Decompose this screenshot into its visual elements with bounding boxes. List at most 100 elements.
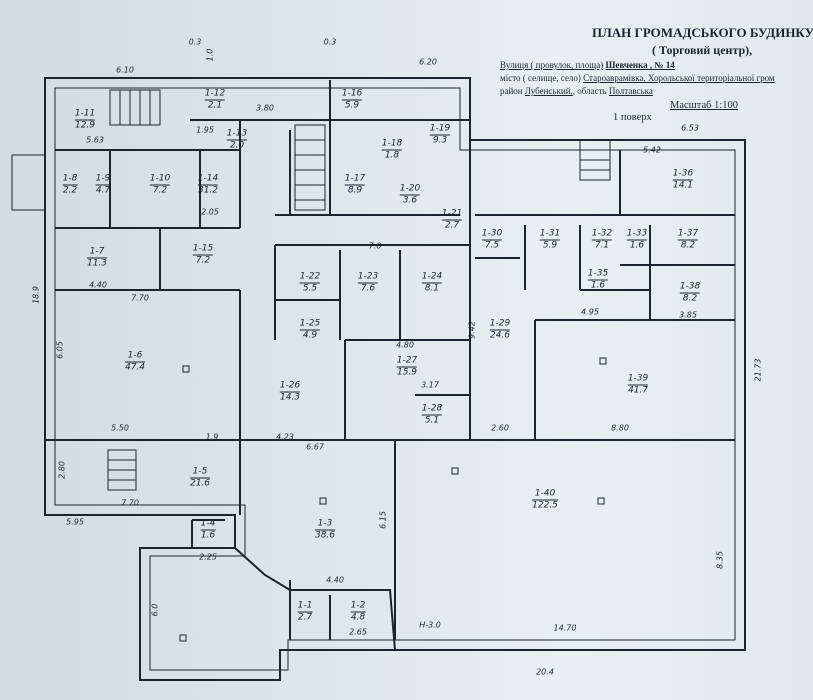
floor-label: 1 поверх [613,112,652,123]
room-number: 1-2 [350,600,366,613]
dimension-label: 9.42 [467,321,477,339]
room-area: 21.6 [189,478,211,489]
room-area: 1.6 [200,530,216,541]
room-number: 1-10 [149,173,171,186]
room-area: 8.9 [347,185,363,196]
room-area: 11.3 [86,258,108,269]
address-city: місто ( селище, село) Староаврамівка, Хо… [500,73,775,83]
stairs [11,89,611,491]
room-number: 1-8 [62,173,78,186]
dimension-label: 1.9 [205,432,219,442]
room-area: 122.5 [532,500,558,511]
room-number: 1-30 [481,228,503,241]
room-area: 1.8 [384,150,400,161]
room-number: 1-12 [204,88,226,101]
room-number: 1-36 [672,168,694,181]
room-area: 9.3 [432,135,448,146]
room-number: 1-24 [421,271,443,284]
room-area: 5.9 [344,100,360,111]
room-area: 2.0 [229,140,245,151]
dimension-label: 2.80 [57,461,67,479]
room-area: 7.5 [484,240,500,251]
dimension-label: 5.42 [643,145,661,155]
room-number: 1-32 [591,228,613,241]
columns [179,357,607,642]
dimension-label: 2.25 [199,552,217,562]
dimension-label: 14.70 [553,623,577,633]
dimension-label: 6.20 [419,57,437,67]
dimension-label: 6.05 [55,341,65,359]
room-area: 4.7 [95,185,111,196]
room-area: 14.1 [672,180,694,191]
room-number: 1-29 [489,318,511,331]
room-number: 1-37 [677,228,699,241]
room-area: 5.9 [542,240,558,251]
room-number: 1-31 [539,228,561,241]
dimension-label: 2.60 [491,423,509,433]
room-area: 1.6 [590,280,606,291]
dimension-label: 6.53 [681,123,699,133]
address-district: район Лубенський,, область Полтавська [500,86,653,96]
dimension-label: 18.9 [31,286,41,304]
dimension-label: 3.80 [256,103,274,113]
annex-diagonal [234,547,396,651]
room-number: 1-1 [297,600,313,613]
room-number: 1-7 [86,247,108,259]
dimension-label: 0.3 [323,37,337,47]
room-area: 2.7 [297,612,313,623]
room-number: 1-9 [95,173,111,186]
room-number: 1-20 [399,183,421,196]
room-number: 1-16 [341,88,363,101]
dimension-label: 4.95 [581,307,599,317]
dimension-label: 4.40 [326,575,344,585]
room-area: 7.2 [195,255,211,266]
dimension-label: 2.05 [201,207,219,217]
room-number: 1-17 [344,173,366,186]
room-number: 1-25 [299,318,321,331]
dimension-label: 4.80 [396,340,414,350]
dimension-label: 4.40 [89,280,107,290]
dimension-label: 7.70 [121,498,139,508]
room-number: 1-6 [124,351,146,363]
dimension-label: 6.0 [150,603,160,617]
room-area: 38.6 [314,530,336,541]
room-area: 8.2 [682,293,698,304]
room-number: 1-3 [314,519,336,531]
room-area: 7.2 [152,185,168,196]
dimension-label: 0.3 [188,37,202,47]
dimension-label: 6.67 [306,442,324,452]
room-number: 1-4 [200,518,216,531]
dimension-label: 6.15 [378,511,388,529]
room-number: 1-40 [532,489,558,501]
scale-label: Масштаб 1:100 [670,100,739,111]
room-number: 1-35 [587,268,609,281]
dimension-label: 6.10 [116,65,134,75]
room-number: 1-26 [279,380,301,393]
room-area: 8.2 [680,240,696,251]
dimension-label: 1.0 [205,48,215,62]
dimension-label: 3.85 [679,310,697,320]
document-title: ПЛАН ГРОМАДСЬКОГО БУДИНКУ [592,25,813,40]
dimension-label: 8.80 [611,423,629,433]
room-number: 1-19 [429,123,451,136]
room-area: 8.1 [424,283,440,294]
address-street: Вулиця ( провулок, площа) Шевченка , № 1… [500,60,675,70]
room-number: 1-13 [226,128,248,141]
